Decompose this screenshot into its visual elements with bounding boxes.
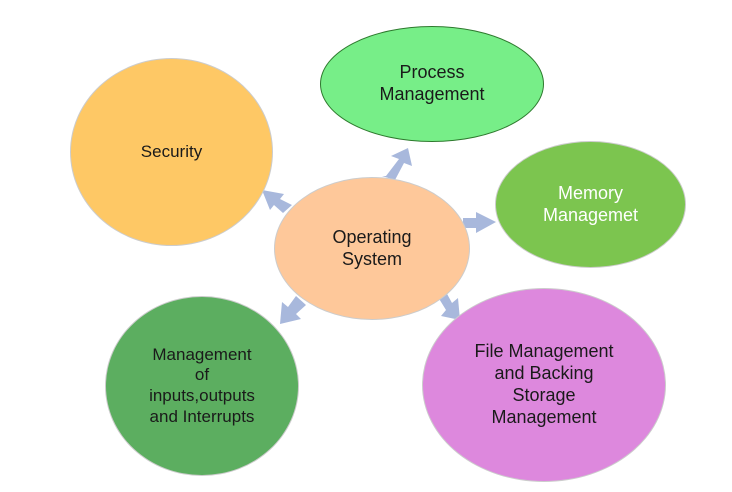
node-file-management: File Management and Backing Storage Mana… (422, 288, 666, 482)
arrow-to-io (280, 296, 306, 324)
node-io-management: Management of inputs,outputs and Interru… (105, 296, 299, 476)
arrow-to-process (382, 148, 412, 180)
arrow-to-file (438, 292, 460, 320)
center-label: Operating System (332, 226, 412, 269)
node-security: Security (70, 58, 273, 246)
node-io-label: Management of inputs,outputs and Interru… (149, 344, 255, 426)
node-security-label: Security (140, 141, 203, 161)
arrow-to-memory (463, 212, 496, 233)
node-process-management: Process Management (320, 26, 544, 142)
node-operating-system: Operating System (274, 177, 470, 320)
node-memory-label: Memory Managemet (542, 182, 639, 225)
node-memory-management: Memory Managemet (495, 141, 686, 268)
node-process-label: Process Management (379, 62, 485, 104)
arrow-to-security (262, 190, 292, 213)
node-file-label: File Management and Backing Storage Mana… (474, 341, 614, 427)
